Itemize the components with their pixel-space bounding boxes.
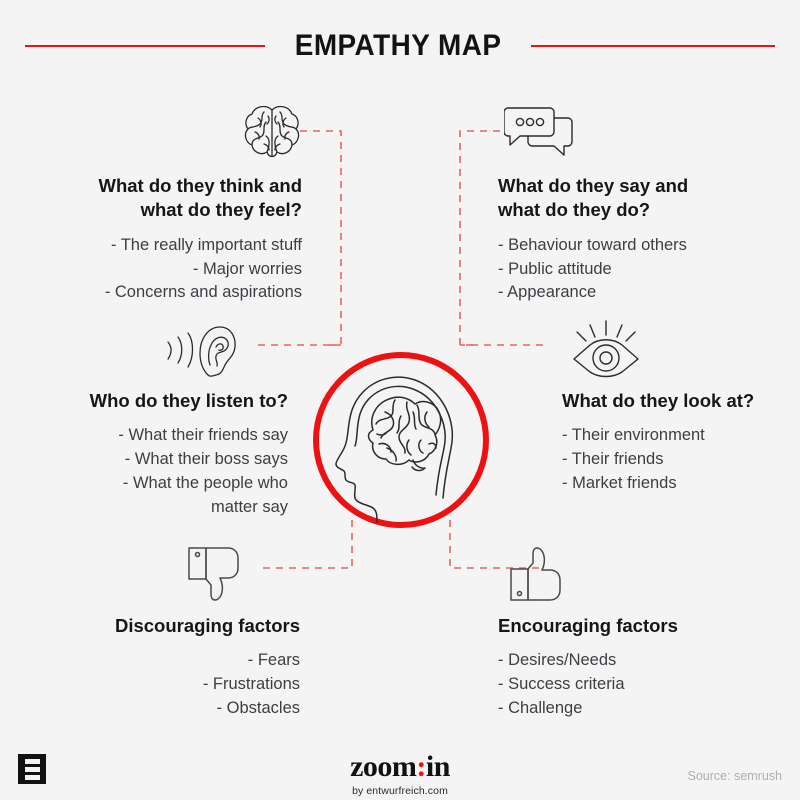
quadrant-encouraging: Encouraging factors - Desires/Needs - Su…: [498, 538, 798, 721]
title-line-1: What do they think and: [98, 175, 303, 196]
ear-icon-wrap: [0, 313, 288, 379]
thumbs-up-icon: [510, 547, 561, 601]
logo-colon: :: [416, 750, 426, 783]
quadrant-title: Encouraging factors: [498, 614, 798, 638]
title-line-1: What do they look at?: [562, 390, 755, 411]
list-item: matter say: [210, 497, 288, 516]
page-title-bar: EMPATHY MAP: [0, 22, 800, 70]
list-item: - Concerns and aspirations: [104, 283, 302, 302]
list-item: - Appearance: [498, 283, 597, 302]
connector-think-feel: [300, 130, 342, 346]
quadrant-list: - Desires/Needs - Success criteria - Cha…: [498, 649, 798, 720]
quadrant-listen-to: Who do they listen to? - What their frie…: [0, 313, 288, 519]
brain-icon: [244, 105, 300, 158]
eye-icon: [573, 320, 639, 378]
speech-bubbles-icon-wrap: [498, 98, 798, 164]
list-item: - Their environment: [562, 426, 705, 445]
thumbs-down-icon-wrap: [0, 538, 300, 604]
title-line-2: what do they do?: [498, 199, 651, 221]
eye-icon-wrap: [562, 313, 800, 379]
quadrant-think-feel: What do they think and what do they feel…: [2, 98, 302, 305]
title-rule-right: [531, 45, 776, 47]
title-line-2: what do they feel?: [140, 199, 302, 221]
quadrant-say-do: What do they say and what do they do? - …: [498, 98, 798, 305]
quadrant-title: What do they say and what do they do?: [498, 174, 798, 223]
logo-bar: [24, 774, 40, 780]
brand-logo: zoom:in by entwurfreich.com: [0, 752, 800, 798]
brain-icon-wrap: [2, 98, 302, 164]
quadrant-list: - Behaviour toward others - Public attit…: [498, 234, 798, 305]
logo-bar: [24, 758, 40, 764]
list-item: - Behaviour toward others: [498, 235, 687, 254]
center-node-ring: [313, 352, 489, 528]
quadrant-look-at: What do they look at? - Their environmen…: [562, 313, 800, 496]
list-item: - What their boss says: [124, 450, 288, 469]
quadrant-title: Discouraging factors: [0, 614, 300, 638]
quadrant-title: What do they look at?: [562, 389, 800, 413]
quadrant-discouraging: Discouraging factors - Fears - Frustrati…: [0, 538, 300, 721]
thumbs-up-icon-wrap: [498, 538, 798, 604]
list-item: - Major worries: [192, 259, 302, 278]
stacked-bars-logo-icon: [18, 754, 46, 784]
title-line-1: Discouraging factors: [114, 615, 300, 636]
logo-part-2: in: [425, 750, 451, 783]
list-item: - Public attitude: [498, 259, 612, 278]
list-item: - Obstacles: [216, 698, 300, 717]
list-item: - Their friends: [562, 450, 664, 469]
quadrant-title: What do they think and what do they feel…: [2, 174, 303, 223]
title-rule-left: [24, 45, 265, 47]
logo-bar: [24, 766, 40, 772]
speech-bubbles-icon: [504, 107, 573, 156]
ear-icon: [167, 326, 236, 377]
quadrant-title: Who do they listen to?: [0, 389, 288, 413]
page-title: EMPATHY MAP: [294, 29, 502, 62]
brand-logo-subtitle: by entwurfreich.com: [352, 785, 448, 797]
list-item: - Frustrations: [202, 675, 300, 694]
list-item: - Desires/Needs: [498, 651, 617, 670]
list-item: - Success criteria: [498, 675, 625, 694]
quadrant-list: - Their environment - Their friends - Ma…: [562, 424, 800, 495]
list-item: - What the people who: [122, 473, 288, 492]
title-line-1: Encouraging factors: [498, 615, 678, 636]
brand-logo-wordmark: zoom:in: [0, 752, 800, 782]
connector-say-do: [459, 130, 500, 346]
title-line-1: What do they say and: [498, 175, 689, 196]
logo-part-1: zoom: [350, 750, 417, 783]
list-item: - The really important stuff: [110, 235, 302, 254]
quadrant-list: - Fears - Frustrations - Obstacles: [0, 649, 300, 720]
quadrant-list: - What their friends say - What their bo…: [0, 424, 288, 519]
list-item: - What their friends say: [118, 426, 288, 445]
list-item: - Fears: [247, 651, 300, 670]
quadrant-list: - The really important stuff - Major wor…: [2, 234, 302, 305]
list-item: - Challenge: [498, 698, 583, 717]
list-item: - Market friends: [562, 473, 677, 492]
title-line-1: Who do they listen to?: [89, 390, 288, 411]
thumbs-down-icon: [188, 547, 239, 601]
source-credit: Source: semrush: [687, 769, 782, 783]
head-with-brain-icon: [335, 376, 453, 523]
